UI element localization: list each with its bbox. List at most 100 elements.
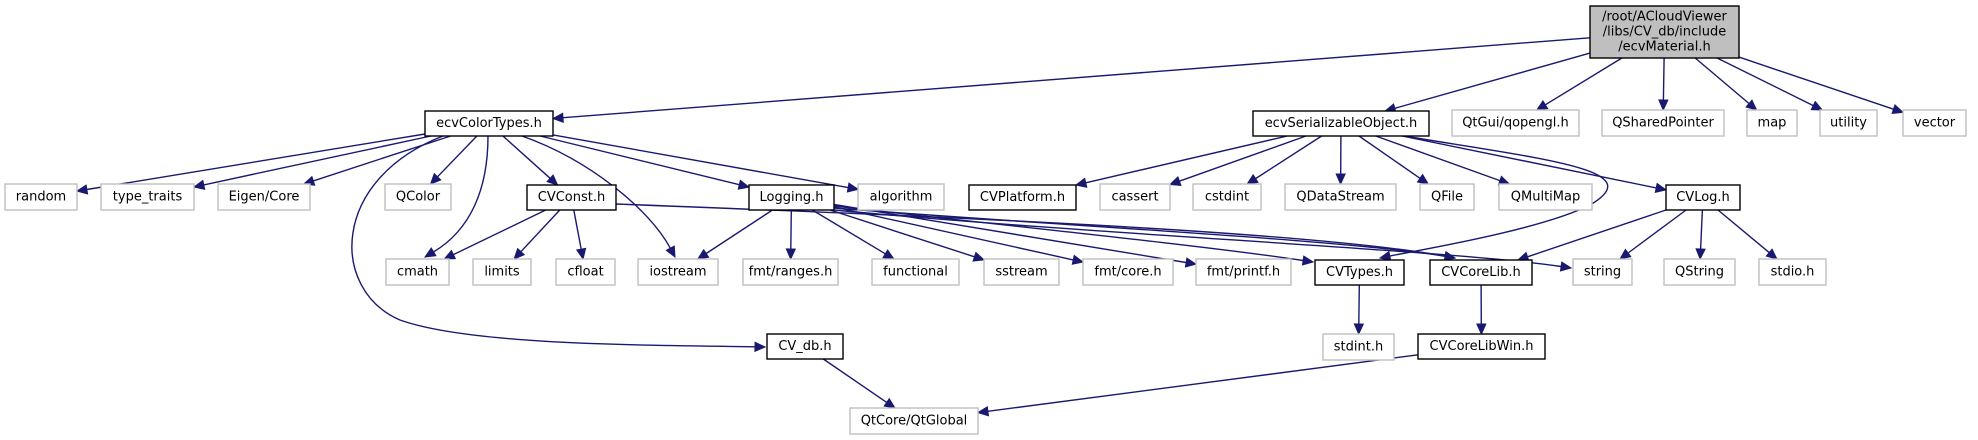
node-box[interactable]	[1417, 333, 1546, 360]
node-box[interactable]	[424, 110, 554, 137]
node-label: QMultiMap	[1511, 190, 1580, 205]
node-CVCoreLib[interactable]: CVCoreLib.h	[1429, 259, 1533, 286]
node-box	[983, 258, 1060, 286]
node-box[interactable]	[1252, 110, 1430, 137]
arrowhead-ecvColorTypes-to-type_traits	[192, 179, 206, 190]
node-label: cfloat	[567, 265, 603, 280]
node-box[interactable]	[766, 333, 844, 360]
node-label: utility	[1830, 116, 1867, 131]
node-cfloat: cfloat	[555, 258, 616, 286]
edge-ecvColorTypes-to-EigenCore	[313, 135, 451, 182]
node-root[interactable]: /root/ACloudViewer/libs/CV_db/include/ec…	[1589, 5, 1740, 59]
arrowhead-CVConst-to-cmath	[443, 249, 457, 260]
edge-CVConst-to-cfloat	[573, 209, 582, 250]
node-box	[1284, 183, 1397, 211]
arrowhead-root-to-ecvColorTypes	[551, 112, 564, 123]
node-label: map	[1758, 116, 1787, 131]
arrowhead-ecvColorTypes-to-CV_db	[754, 341, 767, 353]
node-cassert: cassert	[1099, 183, 1171, 211]
node-CVTypes[interactable]: CVTypes.h	[1314, 259, 1405, 286]
node-label: CVCoreLib.h	[1441, 265, 1521, 280]
node-box[interactable]	[1665, 184, 1741, 211]
node-label: string	[1584, 265, 1621, 280]
node-box[interactable]	[748, 184, 835, 211]
edge-ecvSerializableObject-to-cstdint	[1255, 135, 1322, 180]
node-label: CV_db.h	[778, 339, 831, 354]
node-box	[1746, 109, 1798, 137]
node-algorithm: algorithm	[857, 183, 945, 211]
node-box	[871, 258, 960, 286]
node-box	[1192, 183, 1262, 211]
node-ecvColorTypes[interactable]: ecvColorTypes.h	[424, 110, 554, 137]
node-label: cassert	[1111, 190, 1158, 205]
node-QMultiMap: QMultiMap	[1498, 183, 1593, 211]
node-label: Logging.h	[760, 190, 824, 205]
node-CVLog[interactable]: CVLog.h	[1665, 184, 1741, 211]
node-box[interactable]	[1589, 5, 1740, 59]
node-box[interactable]	[1314, 259, 1405, 286]
node-label: CVCoreLibWin.h	[1430, 339, 1534, 354]
node-QFile: QFile	[1419, 183, 1475, 211]
arrowhead-CVConst-to-cfloat	[575, 247, 587, 261]
edge-root-to-utility	[1716, 57, 1814, 107]
node-Logging[interactable]: Logging.h	[748, 184, 835, 211]
node-label: fmt/ranges.h	[749, 265, 833, 280]
node-vector: vector	[1902, 109, 1967, 137]
node-box	[742, 258, 839, 286]
edge-ecvSerializableObject-to-QFile	[1358, 135, 1421, 179]
edge-Logging-to-sstream	[829, 209, 975, 258]
arrowhead-CVCoreLibWin-to-QtGlobal	[976, 406, 990, 417]
node-box	[1758, 258, 1827, 286]
node-sstream: sstream	[983, 258, 1060, 286]
node-box[interactable]	[526, 184, 617, 211]
node-CVPlatform[interactable]: CVPlatform.h	[968, 184, 1077, 211]
node-box	[385, 258, 450, 286]
node-CVCoreLibWin[interactable]: CVCoreLibWin.h	[1417, 333, 1546, 360]
edge-ecvColorTypes-to-random	[86, 133, 426, 191]
edge-ecvSerializableObject-to-CVLog	[1401, 135, 1657, 189]
edge-ecvSerializableObject-to-CVPlatform	[1085, 135, 1288, 184]
arrowhead-root-to-qopengl	[1535, 100, 1549, 111]
node-box	[1082, 258, 1174, 286]
arrowhead-ecvColorTypes-to-CVConst	[546, 174, 559, 186]
node-label: /libs/CV_db/include	[1603, 25, 1726, 40]
node-ecvSerializableObject[interactable]: ecvSerializableObject.h	[1252, 110, 1430, 137]
node-box	[1451, 109, 1580, 137]
edge-ecvColorTypes-to-algorithm	[552, 134, 849, 189]
edge-Logging-to-functional	[811, 209, 886, 255]
node-label: fmt/core.h	[1094, 265, 1161, 280]
arrowhead-CVConst-to-limits	[513, 247, 526, 260]
node-label: ecvSerializableObject.h	[1265, 116, 1418, 131]
arrowhead-ecvColorTypes-to-Logging	[737, 179, 751, 190]
arrowhead-Logging-to-sstream	[972, 251, 986, 262]
node-box	[1498, 183, 1593, 211]
edge-ecvColorTypes-to-Logging	[539, 135, 740, 186]
arrowhead-Logging-to-string	[1559, 261, 1573, 272]
node-label: /root/ACloudViewer	[1602, 10, 1727, 25]
node-box[interactable]	[1429, 259, 1533, 286]
node-box	[1572, 258, 1633, 286]
node-CVConst[interactable]: CVConst.h	[526, 184, 617, 211]
arrowhead-ecvSerializableObject-to-cassert	[1168, 176, 1182, 186]
node-box	[384, 183, 452, 211]
node-box	[100, 183, 195, 211]
node-iostream: iostream	[637, 258, 719, 286]
node-label: random	[16, 190, 66, 205]
node-label: QFile	[1431, 190, 1463, 205]
node-label: /ecvMaterial.h	[1618, 40, 1710, 55]
node-box	[1195, 258, 1292, 286]
node-CV_db[interactable]: CV_db.h	[766, 333, 844, 360]
edge-CVTypes-to-stdint	[1358, 284, 1360, 325]
arrowhead-Logging-to-fmtcore	[1071, 254, 1085, 265]
arrowhead-Logging-to-fmtprintf	[1184, 257, 1198, 268]
node-fmtcore: fmt/core.h	[1082, 258, 1174, 286]
edge-CV_db-to-QtGlobal	[822, 358, 888, 403]
node-box[interactable]	[968, 184, 1077, 211]
node-label: functional	[883, 265, 948, 280]
arrowhead-ecvSerializableObject-to-CVTypes	[1378, 250, 1392, 262]
node-QtGlobal: QtCore/QtGlobal	[849, 407, 979, 435]
node-type_traits: type_traits	[100, 183, 195, 211]
node-label: vector	[1914, 116, 1956, 131]
node-box	[849, 407, 979, 435]
edge-ecvColorTypes-to-cmath	[433, 135, 489, 253]
